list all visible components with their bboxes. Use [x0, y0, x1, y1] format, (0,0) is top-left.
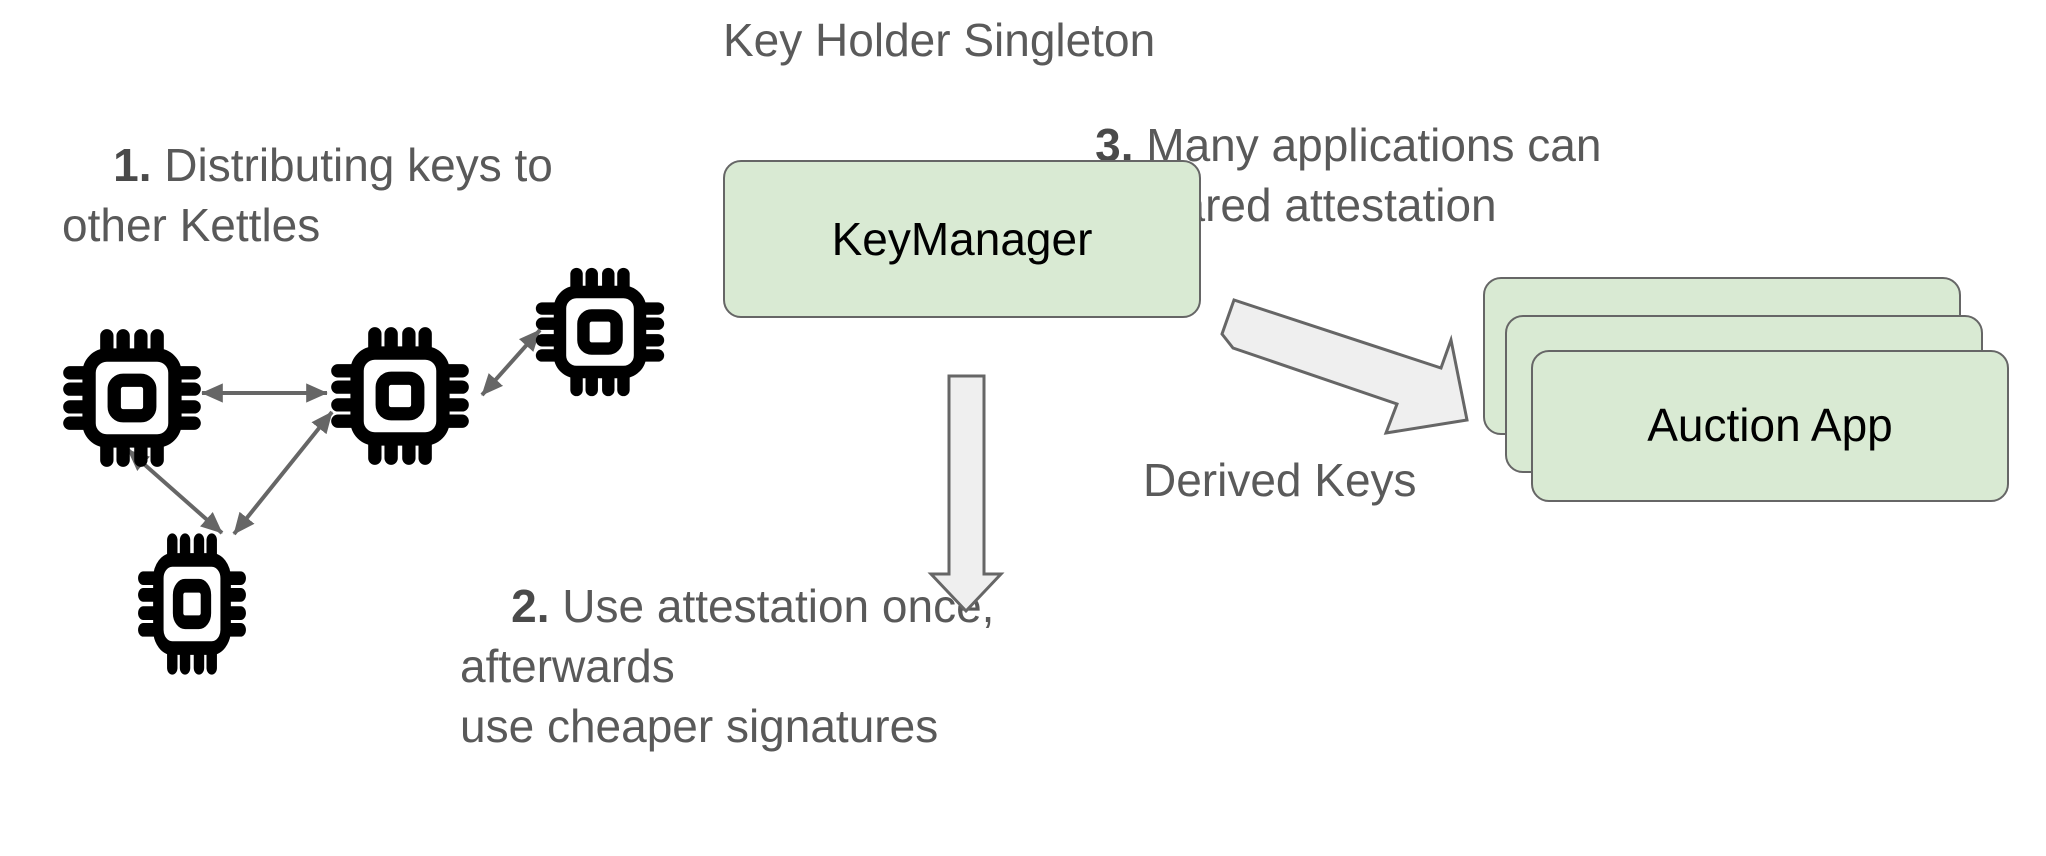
edge-label-derived-keys: Derived Keys: [1143, 454, 1417, 506]
annotation-1: 1. Distributing keys to other Kettles: [62, 75, 622, 315]
annotation-2-number: 2.: [511, 580, 550, 632]
cpu-chip-icon[interactable]: [134, 528, 250, 680]
node-auction-app[interactable]: Auction App: [1483, 277, 2013, 502]
auction-app-card-front[interactable]: Auction App: [1531, 350, 2009, 502]
cpu-chip-icon[interactable]: [531, 263, 669, 401]
annotation-1-number: 1.: [113, 139, 152, 191]
annotation-3-text: Many applications can use shared attesta…: [1044, 119, 1602, 231]
arrow-keymanager-to-apps: [1220, 298, 1469, 435]
annotation-2: 2. Use attestation once, afterwards use …: [460, 516, 1200, 816]
cpu-chip-icon[interactable]: [58, 324, 206, 472]
node-auction-app-label: Auction App: [1647, 399, 1893, 451]
cpu-chip-icon[interactable]: [326, 322, 474, 470]
annotation-1-text: Distributing keys to other Kettles: [62, 139, 553, 251]
node-key-manager[interactable]: KeyManager: [723, 160, 1201, 318]
node-key-manager-label: KeyManager: [831, 213, 1093, 265]
diagram-title: Key Holder Singleton: [723, 14, 1156, 66]
edge-kettle-middle-bottom: [232, 410, 334, 536]
